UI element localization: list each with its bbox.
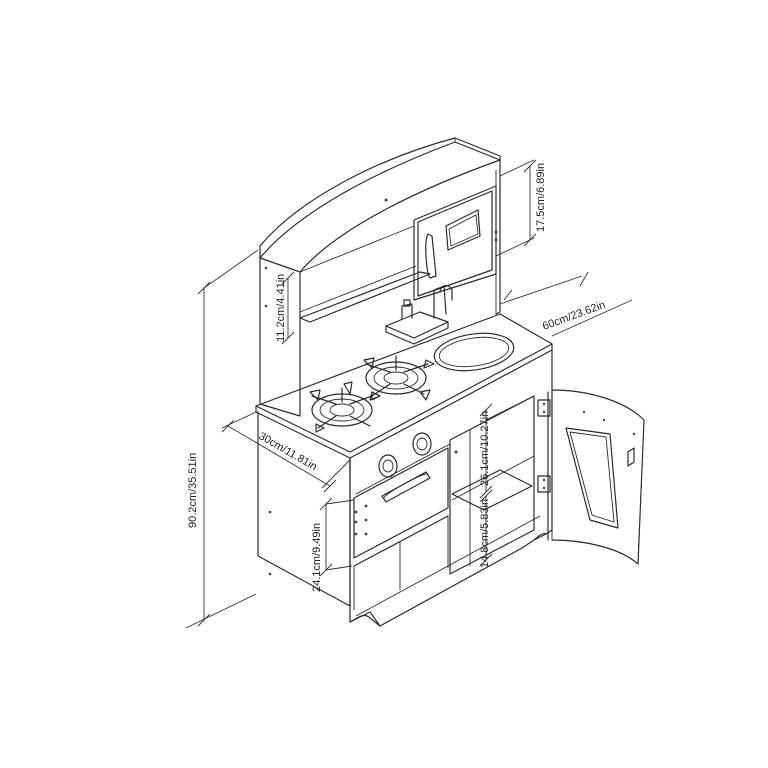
dimension-oven (319, 497, 355, 577)
label-depth: 30cm/11.81in (257, 430, 319, 473)
upper-hutch (259, 137, 501, 417)
dimension-cabinet-upper (479, 403, 493, 499)
label-oven: 24.1cm/9.49in (311, 523, 323, 592)
burner-right (363, 355, 435, 401)
dimension-depth (221, 411, 351, 493)
lower-body (257, 349, 553, 627)
label-cabinet-lower: 14.8cm/5.83in (479, 499, 491, 568)
burner-left (309, 381, 381, 433)
label-top-shelf: 17.5cm/6.89in (535, 163, 547, 232)
label-mid-shelf: 11.2cm/4.41in (275, 274, 287, 342)
dimension-top-shelf (495, 159, 537, 257)
dimension-cabinet-lower (479, 489, 493, 567)
label-height-total: 90.2cm/35.51in (187, 453, 199, 528)
faucet (385, 284, 453, 345)
cabinet-door (537, 389, 645, 565)
dimension-height-total (185, 249, 259, 629)
dimension-mid-shelf (281, 271, 295, 345)
dimension-width (499, 271, 633, 337)
label-cabinet-upper: 26.1cm/10.27in (479, 411, 491, 486)
